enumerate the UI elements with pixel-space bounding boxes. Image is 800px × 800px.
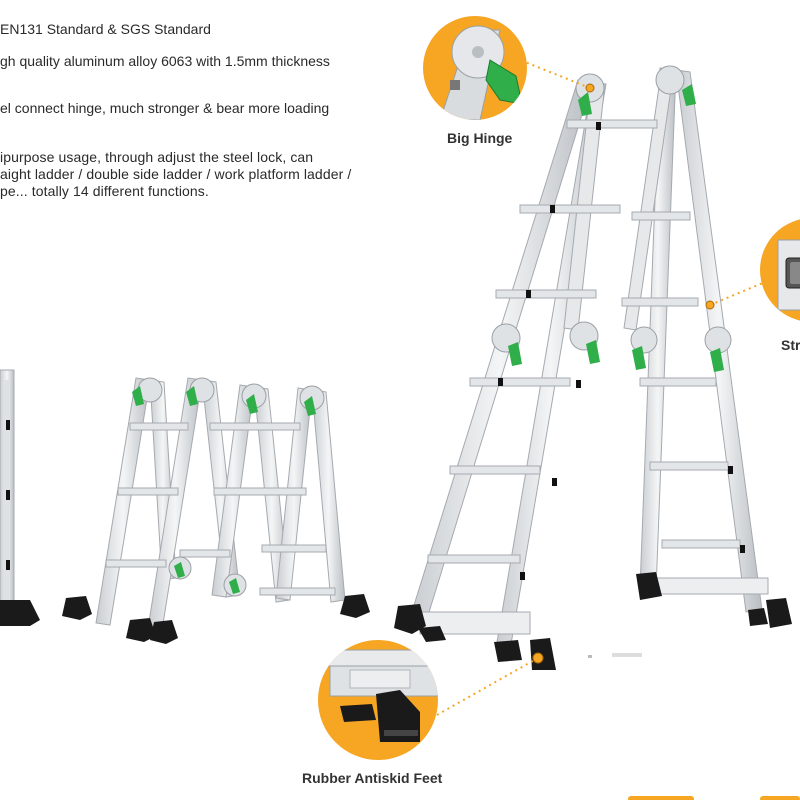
feature-line: el connect hinge, much stronger & bear m…	[0, 100, 330, 116]
steel-lock-icon	[760, 219, 800, 321]
feature-line: pe... totally 14 different functions.	[0, 183, 209, 199]
feature-material: gh quality aluminum alloy 6063 with 1.5m…	[0, 53, 330, 70]
folded-ladder-middle	[62, 377, 370, 644]
feature-hinge: el connect hinge, much stronger & bear m…	[0, 100, 329, 117]
feature-standard: EN131 Standard & SGS Standard	[0, 21, 211, 38]
callout-label-steel-lock: Str	[781, 337, 800, 353]
feature-line: gh quality aluminum alloy 6063 with 1.5m…	[0, 53, 330, 69]
feature-line: ipurpose usage, through adjust the steel…	[0, 149, 314, 165]
hinge-icon	[423, 16, 527, 120]
feature-line: EN131 Standard & SGS Standard	[0, 21, 211, 37]
callout-label-hinge: Big Hinge	[447, 130, 513, 146]
a-frame-ladder	[394, 65, 792, 670]
feature-multipurpose: ipurpose usage, through adjust the steel…	[0, 149, 351, 200]
feature-line: aight ladder / double side ladder / work…	[0, 166, 352, 182]
callout-label-feet: Rubber Antiskid Feet	[302, 770, 443, 786]
rubber-foot-icon	[318, 640, 438, 760]
partial-ladder-left	[0, 369, 40, 626]
